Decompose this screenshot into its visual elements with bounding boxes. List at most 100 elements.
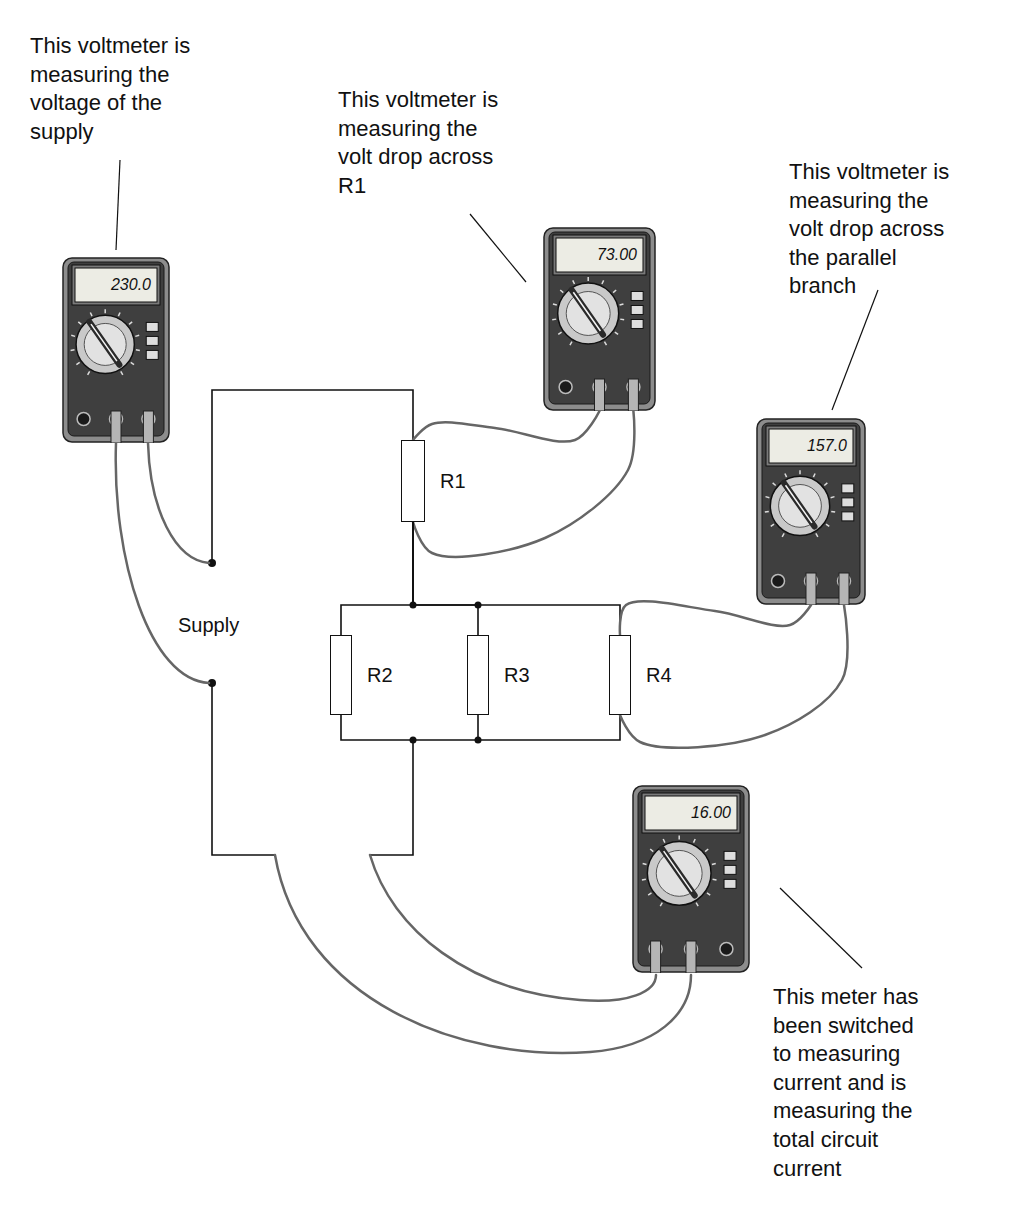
wire (477, 715, 479, 740)
dial-tick (696, 903, 698, 906)
dial-tick (71, 335, 75, 336)
meter-button (146, 350, 158, 359)
lead-plug (143, 411, 153, 443)
dial-tick (553, 304, 557, 305)
meter-button (842, 498, 854, 507)
dial-tick (705, 849, 708, 852)
test-lead (370, 855, 656, 1001)
junction-dot (475, 737, 482, 744)
dial-tick (121, 371, 123, 374)
dial-tick (678, 836, 680, 840)
dial-tick (78, 322, 81, 325)
dial-tick (831, 497, 835, 498)
dial-tick (88, 371, 90, 374)
multimeter: 73.00 (543, 227, 656, 411)
wire (212, 683, 275, 855)
meter-body (638, 790, 744, 966)
dial-tick (694, 839, 696, 843)
resistor-label: R1 (440, 470, 466, 493)
test-lead (620, 605, 848, 748)
dial-pointer (662, 849, 695, 896)
meter-button (631, 319, 643, 328)
dial-tick (824, 483, 827, 486)
dial-centre (566, 292, 610, 336)
multimeter: 230.0 (62, 257, 170, 443)
meter-button (631, 291, 643, 300)
wire (341, 522, 413, 635)
selector-dial (558, 283, 619, 344)
dial-pointer-mark (91, 324, 117, 361)
test-lead (413, 411, 600, 442)
dial-pointer (784, 483, 815, 527)
multimeter: 157.0 (756, 418, 866, 605)
dial-tick (615, 332, 618, 334)
lead-plug (651, 941, 661, 973)
dial-tick (71, 349, 75, 351)
meter-button (724, 879, 736, 888)
dial-pointer-mark (664, 851, 692, 891)
dial-tick (613, 290, 616, 293)
leader-line (780, 888, 862, 968)
lcd-bezel (553, 235, 646, 275)
resistor-symbol: R4 (609, 635, 631, 715)
dial-tick (136, 349, 140, 351)
lcd-window (769, 429, 853, 463)
lcd-window (75, 268, 157, 302)
lead-socket (772, 575, 785, 588)
selector-dial (770, 476, 829, 535)
lcd-bezel (642, 793, 740, 833)
dial-tick (813, 474, 815, 478)
dial-tick (785, 474, 787, 478)
meter-button (842, 484, 854, 493)
selector-dial (647, 842, 711, 906)
resistor-label: R4 (646, 664, 672, 687)
lcd-bezel (72, 265, 160, 305)
meter-body (68, 262, 164, 436)
dial-pointer-mark (786, 485, 812, 523)
dial-tick (826, 524, 829, 526)
callout-text: This voltmeter is measuring the voltage … (30, 32, 215, 146)
lcd-bezel (766, 426, 856, 466)
test-lead (620, 601, 811, 635)
dial-tick (135, 335, 139, 336)
resistor-label: R3 (504, 664, 530, 687)
dial-centre (779, 485, 822, 528)
dial-tick (604, 342, 606, 345)
lead-plug (111, 411, 121, 443)
lead-plug (595, 379, 605, 411)
resistor-label: R2 (367, 664, 393, 687)
test-lead (413, 411, 634, 557)
meter-button (631, 305, 643, 314)
dial-tick (118, 313, 120, 317)
dial-tick (129, 322, 132, 325)
selector-dial (76, 315, 134, 373)
dial-tick (104, 309, 106, 313)
meter-display: 73.00 (556, 238, 643, 272)
dial-tick (570, 342, 572, 345)
dial-tick (707, 893, 710, 895)
lead-plug (628, 379, 638, 411)
wire (413, 522, 478, 635)
lead-socket (559, 381, 572, 394)
multimeter: 16.00 (632, 785, 750, 973)
dial-tick (771, 524, 774, 526)
leader-line (832, 290, 878, 410)
dial-tick (816, 533, 818, 536)
dial-tick (131, 362, 134, 364)
dial-tick (643, 864, 647, 865)
dial-tick (765, 511, 769, 513)
resistor-symbol: R3 (467, 635, 489, 715)
resistor-symbol: R2 (330, 635, 352, 715)
meter-holster (757, 419, 865, 604)
meter-button (842, 512, 854, 521)
dial-pointer (89, 322, 119, 365)
dial-tick (620, 318, 624, 320)
meter-button (146, 322, 158, 331)
dial-tick (642, 878, 646, 880)
dial-tick (831, 511, 835, 513)
dial-tick (76, 362, 79, 364)
meter-holster (544, 228, 655, 410)
dial-tick (712, 864, 716, 865)
meter-display: 16.00 (645, 796, 737, 830)
